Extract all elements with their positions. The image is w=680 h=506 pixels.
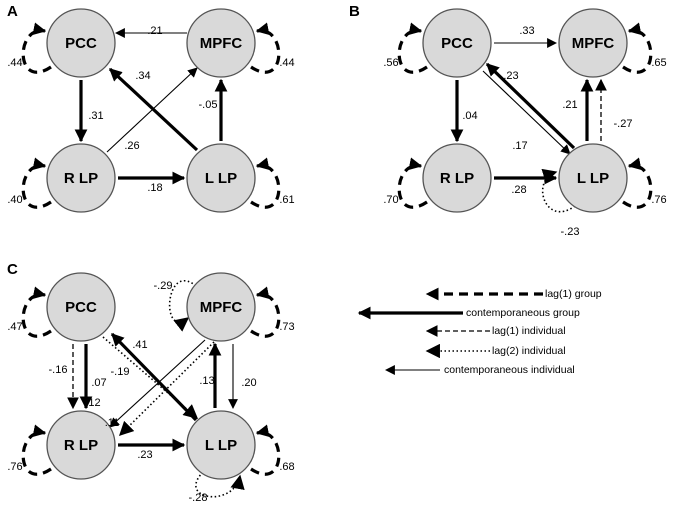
autoregressive-loop-rlp xyxy=(21,157,52,209)
node-label-mpfc: MPFC xyxy=(200,35,243,52)
edge-weight-label: .34 xyxy=(135,70,150,82)
edge-weight-label: .26 xyxy=(124,140,139,152)
autoregressive-loop-llp xyxy=(622,157,653,209)
node-mpfc xyxy=(558,8,628,78)
autoregressive-weight-llp: .76 xyxy=(651,194,666,206)
edge-weight-label: .11 xyxy=(105,417,119,429)
edge-weight-label: -.28 xyxy=(189,492,208,504)
autoregressive-loop-pcc xyxy=(21,22,52,74)
legend-label-4: contemporaneous individual xyxy=(444,364,575,376)
autoregressive-loop-llp xyxy=(250,157,281,209)
autoregressive-weight-llp: .61 xyxy=(279,194,294,206)
autoregressive-weight-pcc: .47 xyxy=(7,321,22,333)
node-label-llp: L LP xyxy=(577,170,609,187)
edge-weight-label: .07 xyxy=(91,377,106,389)
edge-weight-label: .28 xyxy=(511,184,526,196)
legend-label-0: lag(1) group xyxy=(545,288,602,300)
autoregressive-weight-pcc: .56 xyxy=(383,57,398,69)
node-pcc xyxy=(422,8,492,78)
edge-llp-to-pcc xyxy=(110,332,198,422)
node-label-pcc: PCC xyxy=(65,35,97,52)
autoregressive-weight-mpfc: .44 xyxy=(279,57,294,69)
panel-label-A: A xyxy=(7,3,18,20)
node-label-rlp: R LP xyxy=(64,170,98,187)
panel-label-C: C xyxy=(7,261,18,278)
edge-weight-label: .21 xyxy=(147,25,162,37)
node-pcc xyxy=(46,272,116,342)
autoregressive-weight-rlp: .76 xyxy=(7,461,22,473)
edge-weight-label: .23 xyxy=(503,70,518,82)
node-mpfc xyxy=(186,8,256,78)
autoregressive-loop-mpfc xyxy=(250,286,281,338)
edge-weight-label: .21 xyxy=(562,99,577,111)
autoregressive-loop-mpfc xyxy=(622,22,653,74)
edge-weight-label: .20 xyxy=(241,377,256,389)
node-label-mpfc: MPFC xyxy=(572,35,615,52)
autoregressive-loop-pcc xyxy=(397,22,428,74)
edge-llp-llp-self-loop xyxy=(541,168,576,213)
node-llp xyxy=(186,143,256,213)
node-label-mpfc: MPFC xyxy=(200,299,243,316)
node-label-llp: L LP xyxy=(205,437,237,454)
edge-llp-to-pcc xyxy=(108,67,199,152)
edge-llp-llp-self-loop xyxy=(195,471,245,498)
node-label-pcc: PCC xyxy=(65,299,97,316)
edge-mpfc-to-rlp xyxy=(109,339,206,428)
node-mpfc xyxy=(186,272,256,342)
edge-pcc-to-llp xyxy=(102,336,199,419)
edge-pcc-to-llp xyxy=(482,70,571,155)
node-llp xyxy=(186,410,256,480)
edge-weight-label: -.23 xyxy=(561,226,580,238)
edge-rlp-to-mpfc xyxy=(106,67,198,153)
legend-label-1: contemporaneous group xyxy=(466,307,580,319)
edge-weight-label: .13 xyxy=(199,375,214,387)
edge-weight-label: -.05 xyxy=(199,99,218,111)
edge-weight-label: .04 xyxy=(462,110,477,122)
autoregressive-loop-pcc xyxy=(21,286,52,338)
node-label-rlp: R LP xyxy=(440,170,474,187)
panel-label-B: B xyxy=(349,3,360,20)
legend-label-2: lag(1) individual xyxy=(492,325,566,337)
edge-weight-label: -.19 xyxy=(111,366,130,378)
autoregressive-weight-mpfc: .73 xyxy=(279,321,294,333)
edge-weight-label: .33 xyxy=(519,25,534,37)
edge-weight-label: -.27 xyxy=(614,118,633,130)
legend-label-3: lag(2) individual xyxy=(492,345,566,357)
autoregressive-weight-pcc: .44 xyxy=(7,57,22,69)
edge-weight-label: -.29 xyxy=(154,280,173,292)
autoregressive-loop-rlp xyxy=(21,424,52,476)
node-label-pcc: PCC xyxy=(441,35,473,52)
edge-weight-label: .12 xyxy=(85,397,100,409)
edge-weight-label: -.16 xyxy=(49,364,68,376)
node-label-rlp: R LP xyxy=(64,437,98,454)
node-rlp xyxy=(46,143,116,213)
node-label-llp: L LP xyxy=(205,170,237,187)
edge-weight-label: .23 xyxy=(137,449,152,461)
edge-weight-label: .18 xyxy=(147,182,162,194)
autoregressive-loop-llp xyxy=(250,424,281,476)
edge-weight-label: .41 xyxy=(132,339,147,351)
autoregressive-loop-mpfc xyxy=(250,22,281,74)
node-rlp xyxy=(46,410,116,480)
autoregressive-loop-rlp xyxy=(397,157,428,209)
autoregressive-weight-rlp: .40 xyxy=(7,194,22,206)
autoregressive-weight-llp: .68 xyxy=(279,461,294,473)
node-rlp xyxy=(422,143,492,213)
edge-llp-to-pcc xyxy=(485,62,576,150)
edge-weight-label: .17 xyxy=(512,140,527,152)
node-llp xyxy=(558,143,628,213)
edge-weight-label: .31 xyxy=(88,110,103,122)
node-pcc xyxy=(46,8,116,78)
autoregressive-weight-mpfc: .65 xyxy=(651,57,666,69)
autoregressive-weight-rlp: .70 xyxy=(383,194,398,206)
